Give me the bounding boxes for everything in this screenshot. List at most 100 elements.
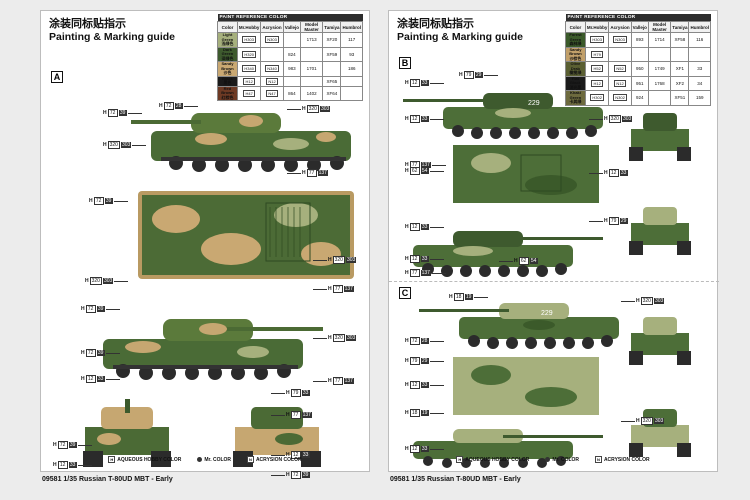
callout-leader	[105, 378, 120, 380]
tank-side-view-c: 229	[419, 303, 619, 349]
callout-code: 72	[290, 471, 301, 479]
callout-code: 12	[409, 115, 420, 123]
callout-leader	[431, 272, 446, 274]
callout-code: H	[286, 452, 290, 458]
callout-code: 12	[409, 79, 420, 87]
callout-leader	[271, 414, 285, 416]
callout-leader	[287, 172, 301, 174]
callout-leader	[499, 260, 513, 262]
callout-code: 54	[420, 168, 429, 174]
callout-leader	[127, 112, 142, 114]
callout-code: H	[302, 106, 306, 112]
callout-code: H	[604, 116, 608, 122]
callout-leader	[313, 288, 327, 290]
callout-code: 12	[608, 169, 619, 177]
callout-code: 33	[301, 390, 310, 396]
callout-code: H	[405, 224, 409, 230]
column-header: Color	[565, 21, 586, 33]
callout-code: 39	[301, 472, 310, 478]
callout-code: H	[328, 335, 332, 341]
callout-leader	[113, 200, 128, 202]
column-header: Acrysion	[260, 21, 284, 33]
callout-code: 72	[409, 337, 420, 345]
callout-leader	[429, 258, 444, 260]
table-cell: XF20	[322, 32, 342, 48]
table-cell: 1701	[299, 61, 324, 77]
column-header: Mr.Hobby	[236, 21, 262, 33]
table-cell	[299, 46, 324, 62]
callout-code: H	[405, 116, 409, 122]
callout-code: 39	[96, 306, 105, 312]
legend-mr-color: Mr. COLOR	[204, 456, 232, 463]
tank-front-view-b	[629, 113, 691, 161]
table-cell: H12	[236, 75, 262, 87]
callout-code: 320	[107, 141, 120, 149]
page-title-right: Painting & Marking guide	[397, 31, 524, 43]
table-cell: N52	[608, 61, 632, 77]
legend-mr-color: Mr. COLOR	[552, 456, 580, 463]
callout-code: 137	[343, 378, 354, 384]
legend-dot-icon	[197, 457, 203, 462]
column-header: Color	[217, 21, 238, 33]
column-header: Mr.Hobby	[584, 21, 610, 33]
callout-code: 79	[463, 71, 474, 79]
page-title-cn: 涂装同标贴指示	[49, 17, 126, 30]
callout-code: 33	[96, 376, 105, 382]
tank-side-view-a2	[103, 319, 323, 380]
callout-code: 29	[420, 358, 429, 364]
callout-code: 72	[85, 349, 96, 357]
table-cell: 893	[630, 32, 649, 48]
section-divider	[389, 281, 719, 282]
table-cell	[260, 46, 284, 62]
column-header: Model Master	[647, 21, 672, 33]
legend-n-code: N	[247, 456, 254, 463]
callout-code: 137	[420, 162, 431, 168]
table-cell	[647, 46, 672, 62]
table-cell: 186	[340, 61, 363, 77]
callout-code: 62	[518, 257, 529, 265]
callout-code: 320	[640, 417, 653, 425]
callout-code: 137	[343, 286, 354, 292]
table-cell: 1713	[299, 32, 324, 48]
callout-code: 54	[529, 258, 538, 264]
callout-leader	[313, 337, 327, 339]
legend-acrysion: ACRYSION COLOR	[255, 456, 302, 463]
callout-code: H	[53, 442, 57, 448]
tank-rear-view-b	[629, 207, 691, 255]
column-header: Tamiya	[322, 21, 342, 33]
callout-code: 303	[345, 257, 357, 263]
table-cell: XF51	[670, 90, 690, 106]
table-cell: XF1	[670, 61, 690, 77]
callout-code: H	[302, 170, 306, 176]
table-cell: XF64	[322, 85, 342, 101]
callout-leader	[589, 118, 603, 120]
footer-right: 09581 1/35 Russian T-80UD MBT - Early	[390, 476, 521, 483]
callout-code: 33	[420, 224, 429, 230]
callout-code: H	[636, 418, 640, 424]
callout-code: H	[405, 256, 409, 262]
table-cell	[670, 46, 690, 62]
tank-rear-view-c	[629, 409, 691, 457]
callout-code: 137	[420, 270, 431, 276]
callout-code: H	[159, 103, 163, 109]
callout-code: 33	[420, 382, 429, 388]
callout-code: H	[81, 376, 85, 382]
tank-side-view-b: 229	[403, 93, 603, 139]
tank-front-view-a	[83, 399, 171, 467]
column-header: Vallejo	[282, 21, 301, 33]
